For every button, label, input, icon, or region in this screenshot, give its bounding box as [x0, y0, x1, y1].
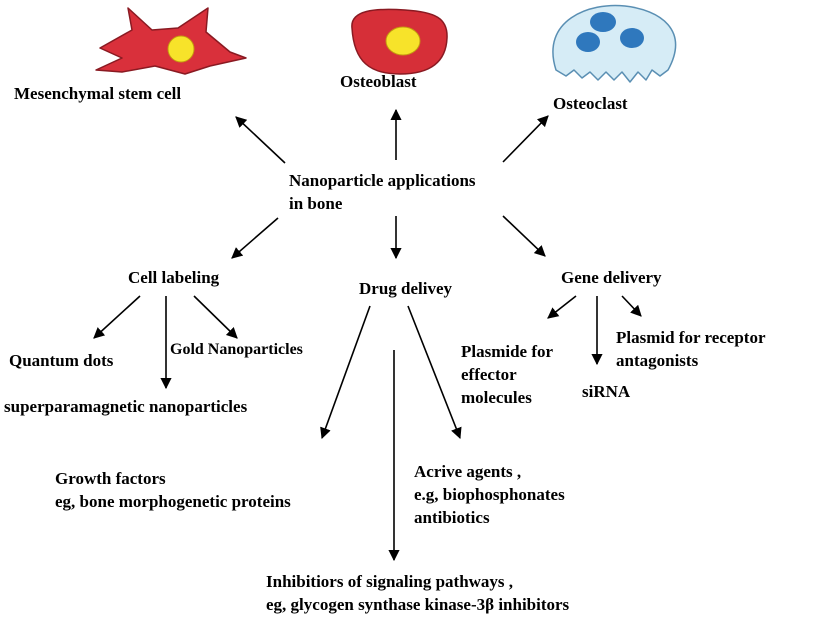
growth-factors-block: Growth factors eg, bone morphogenetic pr…	[55, 467, 291, 513]
center-node: Nanoparticle applications in bone	[289, 169, 476, 215]
arrow-to-msc	[235, 116, 286, 164]
gold-nanoparticles-label: Gold Nanoparticles	[170, 341, 303, 358]
osteoclast-label: Osteoclast	[553, 94, 628, 113]
inhibitors-block: Inhibitiors of signaling pathways , eg, …	[266, 570, 569, 616]
receptor-antagonists-block: Plasmid for receptor antagonists	[616, 326, 766, 372]
osteoblast-label: Osteoblast	[340, 72, 417, 91]
center-line-2: in bone	[289, 194, 343, 213]
inhibitors-line-1: Inhibitiors of signaling pathways ,	[266, 572, 514, 591]
gene-delivery-label: Gene delivery	[561, 268, 662, 287]
receptor-line-1: Plasmid for receptor	[616, 328, 766, 347]
arrow-to-gold	[193, 295, 238, 339]
arrow-to-gene-delivery	[502, 215, 546, 257]
receptor-line-2: antagonists	[616, 351, 699, 370]
center-line-1: Nanoparticle applications	[289, 171, 476, 190]
inhibitors-line-2: eg, glycogen synthase kinase-3β inhibito…	[266, 595, 570, 614]
active-agents-line-1: Acrive agents ,	[414, 462, 522, 481]
plasmide-effector-block: Plasmide for effector molecules	[461, 340, 553, 409]
plasmide-line-3: molecules	[461, 388, 532, 407]
osteoblast-icon	[351, 8, 448, 75]
arrow-to-osteoclast	[502, 115, 549, 163]
plasmide-line-1: Plasmide for	[461, 342, 554, 361]
sirna-label: siRNA	[582, 382, 631, 401]
arrow-to-plasmide	[547, 295, 577, 319]
arrow-to-receptor	[621, 295, 642, 317]
quantum-dots-label: Quantum dots	[9, 351, 114, 370]
arrow-to-quantum-dots	[93, 295, 141, 339]
superparamagnetic-label: superparamagnetic nanoparticles	[4, 397, 248, 416]
growth-factors-line-2: eg, bone morphogenetic proteins	[55, 492, 291, 511]
mesenchymal-stem-cell-icon	[95, 7, 247, 75]
arrow-to-active-agents	[407, 305, 462, 440]
plasmide-line-2: effector	[461, 365, 517, 384]
active-agents-line-3: antibiotics	[414, 508, 490, 527]
cell-labeling-label: Cell labeling	[128, 268, 220, 287]
drug-delivery-label: Drug delivey	[359, 279, 453, 298]
msc-label: Mesenchymal stem cell	[14, 84, 182, 103]
osteoclast-icon	[552, 4, 677, 83]
active-agents-line-2: e.g, biophosphonates	[414, 485, 565, 504]
growth-factors-line-1: Growth factors	[55, 469, 166, 488]
active-agents-block: Acrive agents , e.g, biophosphonates ant…	[414, 460, 565, 529]
arrow-to-cell-labeling	[231, 217, 279, 259]
arrow-to-growth-factors	[320, 305, 371, 440]
